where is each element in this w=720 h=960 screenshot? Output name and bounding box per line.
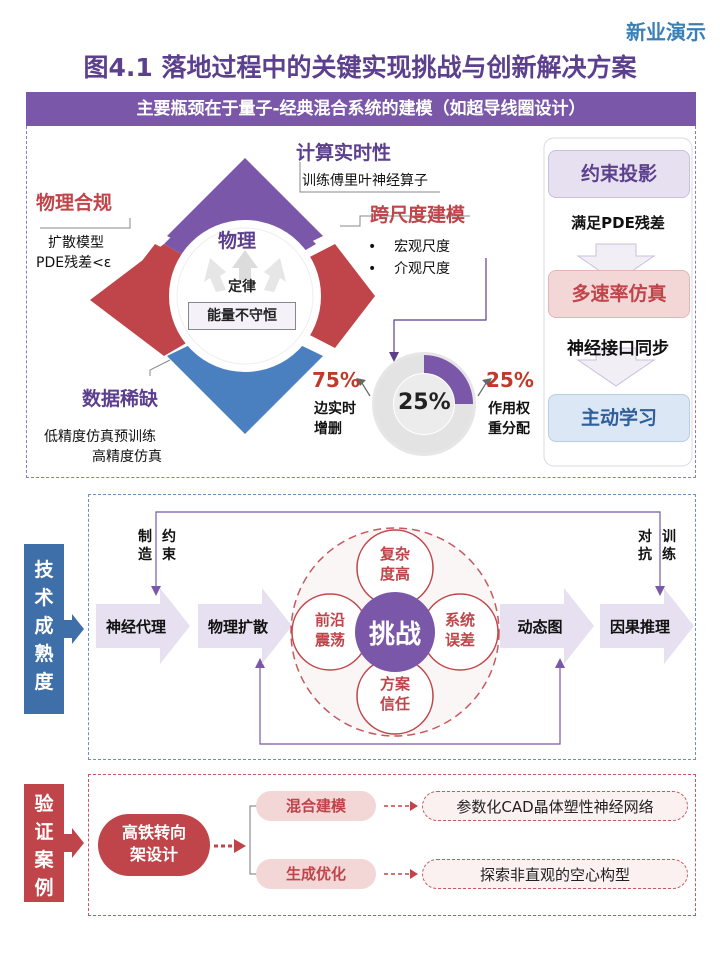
- method-hybrid-modeling: 混合建模: [256, 791, 376, 821]
- diamond-left: [115, 244, 190, 348]
- right-label: 跨尺度建模: [370, 204, 466, 226]
- circle-subtitle: 定律: [228, 279, 256, 295]
- side-char: 度: [34, 671, 54, 693]
- hub-circle: [355, 592, 435, 672]
- section2-frame: [88, 494, 696, 760]
- arrow-shape-2: [198, 588, 292, 664]
- right-bullet-2: • 介观尺度: [368, 261, 451, 277]
- bottom-desc-1: 低精度仿真预训练: [44, 429, 156, 445]
- label-adversarial-2: 训练: [662, 529, 676, 563]
- top-desc: 训练傅里叶神经算子: [302, 173, 428, 189]
- pct-right-desc-1: 作用权: [488, 401, 530, 417]
- bottom-label: 数据稀缺: [82, 388, 159, 410]
- pct-right-desc-2: 重分配: [488, 421, 530, 437]
- side-char: 术: [34, 587, 54, 609]
- pct-left-desc-1: 边实时: [314, 401, 356, 417]
- side-char: 证: [34, 821, 54, 843]
- section2-side-label: 技 术 成 熟 度: [24, 544, 64, 714]
- right-bullet-2-text: 介观尺度: [394, 261, 451, 277]
- section2-side-arrow-icon: [62, 614, 84, 644]
- result-hollow-structure: 探索非直观的空心构型: [422, 859, 688, 889]
- side-char: 技: [34, 559, 54, 581]
- arrow-label-causal-reasoning: 因果推理: [609, 618, 670, 636]
- arrow-label-physics-diffusion: 物理扩散: [207, 618, 268, 636]
- donut-value-arc: [423, 355, 473, 405]
- left-desc-2: PDE残差<ε: [36, 255, 112, 271]
- label-adversarial-col1: 对抗: [638, 528, 652, 564]
- corner-tag: 新业演示: [626, 20, 706, 44]
- flow-box-active-learning: 主动学习: [548, 394, 690, 442]
- side-char: 成: [34, 615, 54, 637]
- flow-box-multirate-sim: 多速率仿真: [548, 270, 690, 318]
- side-char: 熟: [34, 643, 54, 665]
- label-constraint-col1: 制造: [138, 528, 152, 564]
- left-desc-1: 扩散模型: [48, 235, 104, 251]
- petal-label-system-error: 系统误差: [444, 611, 475, 649]
- side-char: 案: [34, 849, 54, 871]
- energy-box: 能量不守恒: [188, 302, 296, 330]
- petal-label-complexity: 复杂度高: [379, 545, 410, 583]
- label-constraint-1: 制造: [138, 529, 152, 563]
- arrow-shape-1: [96, 588, 190, 664]
- petal-label-frontier-oscillation: 前沿震荡: [314, 611, 345, 649]
- hub-label: 挑战: [368, 620, 421, 650]
- top-label: 计算实时性: [296, 142, 392, 164]
- flow-box-constraint-projection: 约束投影: [548, 150, 690, 198]
- arrow-shape-3: [500, 588, 594, 664]
- section1-frame: [26, 126, 696, 478]
- donut-center-label: 25%: [398, 390, 451, 415]
- petal-label-solution-trust: 方案信任: [379, 675, 410, 713]
- side-char: 例: [34, 877, 54, 899]
- side-char: 验: [34, 793, 54, 815]
- arrow-label-neural-proxy: 神经代理: [105, 618, 166, 636]
- section3-frame: [88, 774, 696, 916]
- right-bullet-1-text: 宏观尺度: [394, 239, 451, 255]
- section1-banner: 主要瓶颈在于量子-经典混合系统的建模（如超导线圈设计）: [26, 92, 696, 126]
- label-constraint-col2: 约束: [162, 528, 176, 564]
- case-bubble: 高铁转向 架设计: [98, 814, 210, 876]
- case-line-2: 架设计: [129, 845, 178, 864]
- right-bullet-1: • 宏观尺度: [368, 239, 451, 255]
- diamond-top: [167, 158, 323, 252]
- method-generative-optimization: 生成优化: [256, 859, 376, 889]
- diamond-right: [300, 244, 375, 348]
- result-parametric-cad: 参数化CAD晶体塑性神经网络: [422, 791, 688, 821]
- label-constraint-2: 约束: [162, 529, 176, 563]
- arrow-shape-4: [600, 588, 694, 664]
- pct-left: 75%: [312, 368, 360, 392]
- bottom-desc-2: 高精度仿真: [92, 449, 162, 465]
- circle-title: 物理: [218, 230, 257, 252]
- figure-title: 图4.1 落地过程中的关键实现挑战与创新解决方案: [83, 53, 637, 82]
- diamond-bottom: [167, 340, 323, 434]
- case-line-1: 高铁转向: [121, 823, 186, 842]
- flow-step-1: 满足PDE残差: [571, 214, 665, 232]
- label-adversarial-col2: 训练: [662, 528, 676, 564]
- arrow-label-dynamic-graph: 动态图: [517, 618, 563, 636]
- pct-right: 25%: [486, 368, 534, 392]
- section3-side-arrow-icon: [62, 828, 84, 858]
- flow-step-2: 神经接口同步: [567, 339, 669, 359]
- section3-side-label: 验 证 案 例: [24, 784, 64, 902]
- label-adversarial-1: 对抗: [638, 529, 652, 563]
- left-label: 物理合规: [36, 192, 113, 214]
- pct-left-desc-2: 增删: [314, 421, 342, 437]
